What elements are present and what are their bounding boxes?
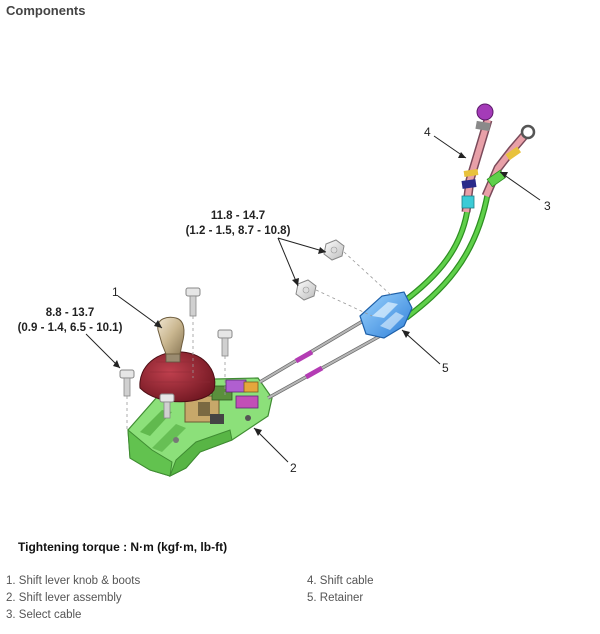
bolt-left xyxy=(119,369,135,397)
components-diagram: 1 2 3 4 5 11.8 - 14.7 (1.2 - 1.5, 8.7 - … xyxy=(18,103,551,478)
retainer-nut-upper xyxy=(323,239,345,261)
legend-item-4: 4. Shift cable xyxy=(307,575,374,587)
shift-cable-end xyxy=(461,103,494,213)
retainer-nut-lower xyxy=(295,279,317,301)
select-cable-end xyxy=(481,124,536,198)
retainer-torque-nm: 11.8 - 14.7 xyxy=(211,210,265,222)
lever-torque-alt: (0.9 - 1.4, 6.5 - 10.1) xyxy=(18,322,123,334)
retainer xyxy=(359,291,413,339)
legend-item-3: 3. Select cable xyxy=(6,609,82,621)
cables xyxy=(259,191,491,400)
legend-item-5: 5. Retainer xyxy=(307,592,364,604)
retainer-torque-alt: (1.2 - 1.5, 8.7 - 10.8) xyxy=(186,225,291,237)
callout-4: 4 xyxy=(424,125,431,139)
bolt-front xyxy=(159,393,175,419)
bolt-right xyxy=(217,329,233,357)
leader-arrowheads xyxy=(113,152,508,436)
tightening-torque-heading: Tightening torque : N·m (kgf·m, lb-ft) xyxy=(18,540,228,554)
legend-item-2: 2. Shift lever assembly xyxy=(6,592,122,604)
callout-5: 5 xyxy=(442,361,449,375)
page-title: Components xyxy=(6,3,86,18)
callout-2: 2 xyxy=(290,461,297,475)
legend-item-1: 1. Shift lever knob & boots xyxy=(6,575,141,587)
assembly-guides xyxy=(126,251,393,430)
bolt-top xyxy=(185,287,201,317)
callout-3: 3 xyxy=(544,199,551,213)
lever-torque-nm: 8.8 - 13.7 xyxy=(46,307,95,319)
callout-1: 1 xyxy=(112,285,119,299)
shift-lever-knob-and-boots xyxy=(139,316,216,403)
